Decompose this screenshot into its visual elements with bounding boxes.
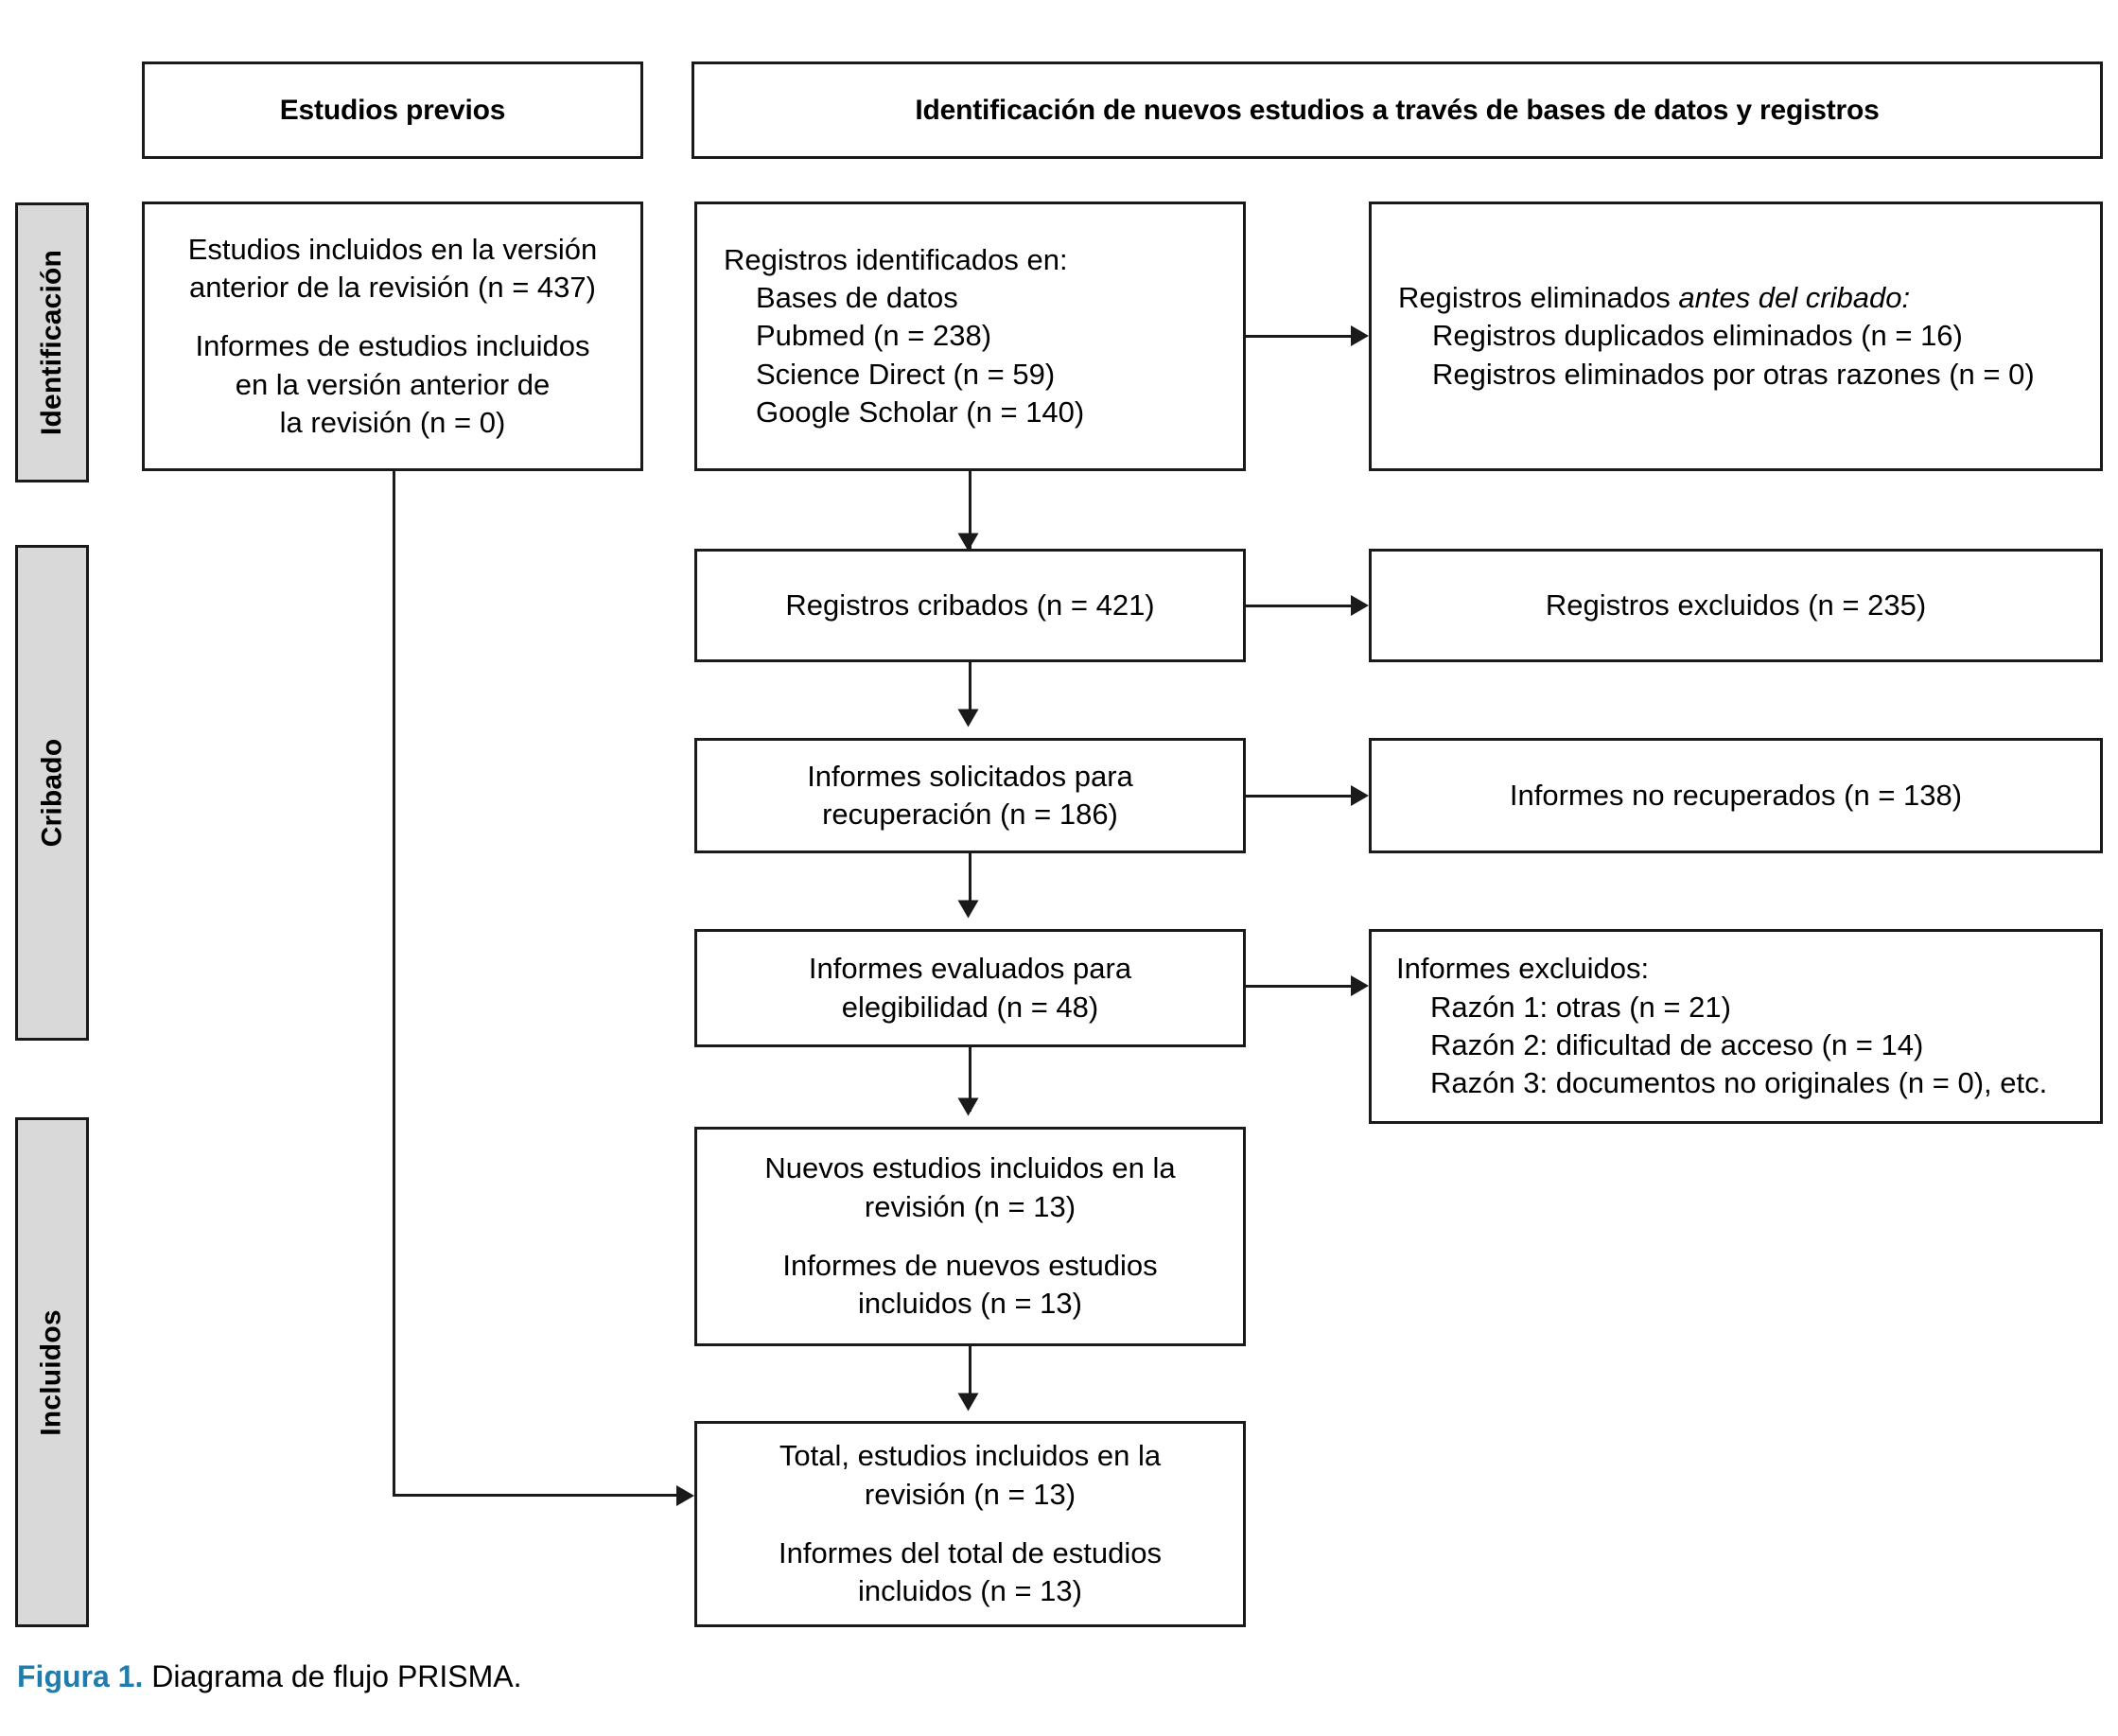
connector-assessed-to-new-included: [969, 1047, 971, 1112]
box-paragraph: Estudios incluidos en la versión anterio…: [169, 231, 616, 307]
box-line: Razón 1: otras (n = 21): [1430, 990, 1731, 1024]
header-new-studies: Identificación de nuevos estudios a trav…: [691, 61, 2103, 159]
box-line: revisión (n = 13): [864, 1189, 1077, 1223]
header-previous-studies: Estudios previos: [142, 61, 643, 159]
box-line: en la versión anterior de: [235, 367, 551, 401]
box-paragraph: Total, estudios incluidos en la revisión…: [718, 1437, 1222, 1514]
box-paragraph: Informes de nuevos estudios incluidos (n…: [718, 1247, 1222, 1324]
connector-screened-to-sought: [969, 662, 971, 721]
box-line: Google Scholar (n = 140): [756, 395, 1085, 429]
box-paragraph: Informes de estudios incluidos en la ver…: [169, 327, 616, 442]
box-previous-studies-included: Estudios incluidos en la versión anterio…: [142, 202, 643, 471]
arrowhead-screened-to-sought: [957, 709, 979, 728]
box-line: Registros cribados (n = 421): [785, 587, 1155, 622]
box-paragraph: Informes del total de estudios incluidos…: [718, 1534, 1222, 1611]
connector-previous-to-total-horizontal: [393, 1494, 678, 1497]
box-line: Informes evaluados para: [808, 952, 1132, 986]
box-records-removed-before-screening: Registros eliminados antes del cribado: …: [1369, 202, 2103, 471]
arrowhead-previous-to-total: [676, 1485, 694, 1506]
box-line: Informes no recuperados (n = 138): [1509, 778, 1963, 812]
box-title-italic: antes del cribado:: [1678, 281, 1911, 315]
box-line: anterior de la revisión (n = 437): [189, 271, 596, 305]
box-line: elegibilidad (n = 48): [841, 990, 1099, 1024]
box-line: Razón 2: dificultad de acceso (n = 14): [1430, 1028, 1924, 1061]
stage-label-text: Identificación: [36, 249, 68, 436]
box-line: la revisión (n = 0): [279, 405, 506, 439]
connector-sought-to-assessed: [969, 853, 971, 912]
stage-label-text: Cribado: [36, 738, 67, 848]
arrowhead-assessed-to-new-included: [957, 1097, 979, 1116]
box-line: incluidos (n = 13): [858, 1287, 1082, 1321]
connector-previous-to-total-vertical: [393, 471, 395, 1497]
box-paragraph: Nuevos estudios incluidos en la revisión…: [718, 1149, 1222, 1226]
box-line: Estudios incluidos en la versión: [187, 232, 598, 266]
box-total-studies-included: Total, estudios incluidos en la revisión…: [694, 1421, 1246, 1627]
box-title-plain: Registros eliminados: [1398, 281, 1679, 315]
figure-caption: Figura 1. Diagrama de flujo PRISMA.: [17, 1659, 522, 1694]
box-line: Registros duplicados eliminados (n = 16): [1432, 319, 1963, 353]
header-new-studies-text: Identificación de nuevos estudios a trav…: [915, 94, 1880, 126]
box-reports-excluded: Informes excluidos: Razón 1: otras (n = …: [1369, 929, 2103, 1124]
connector-sought-to-not-retrieved: [1246, 795, 1351, 798]
arrowhead-identified-to-removed: [1351, 325, 1369, 346]
stage-label-text: Incluidos: [36, 1308, 68, 1436]
box-line: revisión (n = 13): [864, 1477, 1077, 1511]
stage-label-incluidos: Incluidos: [15, 1117, 89, 1627]
box-line: Razón 3: documentos no originales (n = 0…: [1430, 1066, 2048, 1100]
connector-screened-to-excluded: [1246, 605, 1351, 607]
box-reports-not-retrieved: Informes no recuperados (n = 138): [1369, 738, 2103, 853]
box-line: Bases de datos: [756, 281, 958, 315]
connector-identified-to-removed: [1246, 335, 1351, 338]
box-line: incluidos (n = 13): [858, 1574, 1082, 1608]
box-line: Informes de estudios incluidos: [195, 329, 590, 363]
box-new-studies-included: Nuevos estudios incluidos en la revisión…: [694, 1127, 1246, 1346]
box-line: recuperación (n = 186): [822, 798, 1118, 831]
box-reports-assessed-for-eligibility: Informes evaluados para elegibilidad (n …: [694, 929, 1246, 1047]
box-line: Science Direct (n = 59): [756, 357, 1056, 391]
box-records-screened: Registros cribados (n = 421): [694, 549, 1246, 662]
header-previous-studies-text: Estudios previos: [279, 94, 506, 126]
figure-number: Figura 1.: [17, 1659, 144, 1693]
stage-label-identificacion: Identificación: [15, 202, 89, 482]
arrowhead-new-included-to-total: [957, 1393, 979, 1412]
arrowhead-assessed-to-excluded: [1351, 975, 1369, 996]
connector-new-included-to-total: [969, 1346, 971, 1405]
box-line: Informes del total de estudios: [779, 1536, 1162, 1569]
arrowhead-sought-to-not-retrieved: [1351, 785, 1369, 806]
box-line: Registros eliminados por otras razones (…: [1432, 357, 2035, 391]
box-title: Registros eliminados antes del cribado:: [1398, 279, 1910, 317]
box-records-excluded: Registros excluidos (n = 235): [1369, 549, 2103, 662]
box-line: Registros excluidos (n = 235): [1545, 587, 1927, 622]
box-line: Informes de nuevos estudios: [782, 1249, 1158, 1282]
box-line: Pubmed (n = 238): [756, 319, 992, 353]
box-line: Informes solicitados para: [807, 759, 1133, 793]
arrowhead-screened-to-excluded: [1351, 595, 1369, 616]
box-reports-sought-for-retrieval: Informes solicitados para recuperación (…: [694, 738, 1246, 853]
box-line: Nuevos estudios incluidos en la: [764, 1151, 1176, 1185]
box-line: Total, estudios incluidos en la: [779, 1439, 1162, 1473]
connector-identified-to-screened: [969, 471, 971, 549]
connector-assessed-to-excluded: [1246, 985, 1351, 988]
figure-caption-text: Diagrama de flujo PRISMA.: [151, 1659, 522, 1693]
box-title: Registros identificados en:: [724, 242, 1068, 276]
box-records-identified: Registros identificados en: Bases de dat…: [694, 202, 1246, 471]
arrowhead-sought-to-assessed: [957, 900, 979, 919]
stage-label-cribado: Cribado: [15, 545, 89, 1041]
box-title: Informes excluidos:: [1396, 952, 1650, 986]
